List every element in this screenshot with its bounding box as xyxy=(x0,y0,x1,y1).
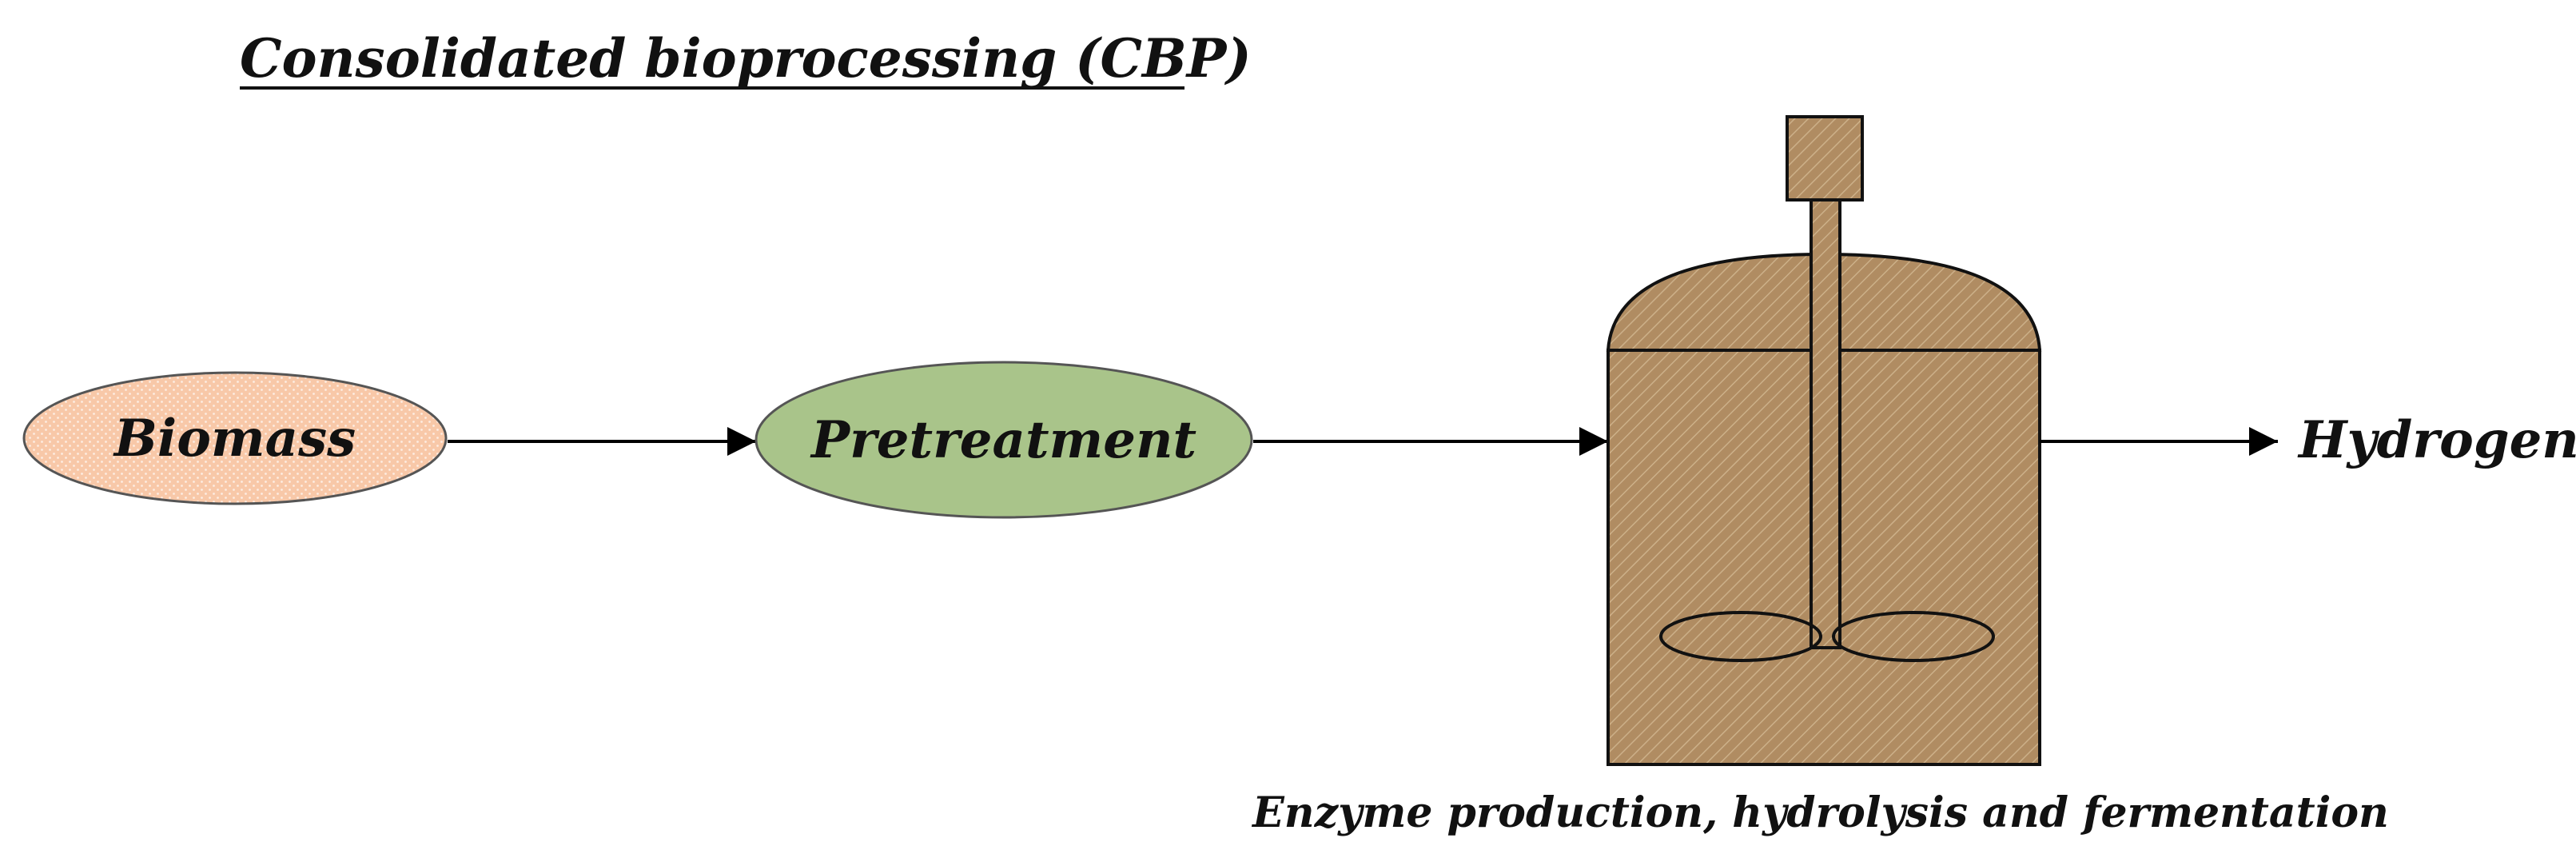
agitator-shaft xyxy=(1810,198,1841,649)
hydrogen-label: Hydrogen xyxy=(2297,410,2576,470)
reactor-vessel xyxy=(1606,115,2042,766)
diagram-title: Consolidated bioprocessing (CBP) xyxy=(240,27,1252,90)
biomass-label: Biomass xyxy=(113,409,356,469)
reactor-caption: Enzyme production, hydrolysis and fermen… xyxy=(1251,788,2389,837)
agitator-motor xyxy=(1786,115,1864,202)
pretreatment-label: Pretreatment xyxy=(810,410,1196,470)
pretreatment-ellipse xyxy=(754,361,1253,519)
biomass-ellipse xyxy=(22,371,448,505)
biomass-node: Biomass xyxy=(22,371,448,505)
impeller-blade-left xyxy=(1659,611,1822,662)
pretreatment-node: Pretreatment xyxy=(754,361,1253,519)
impeller-blade-right xyxy=(1832,611,1995,662)
